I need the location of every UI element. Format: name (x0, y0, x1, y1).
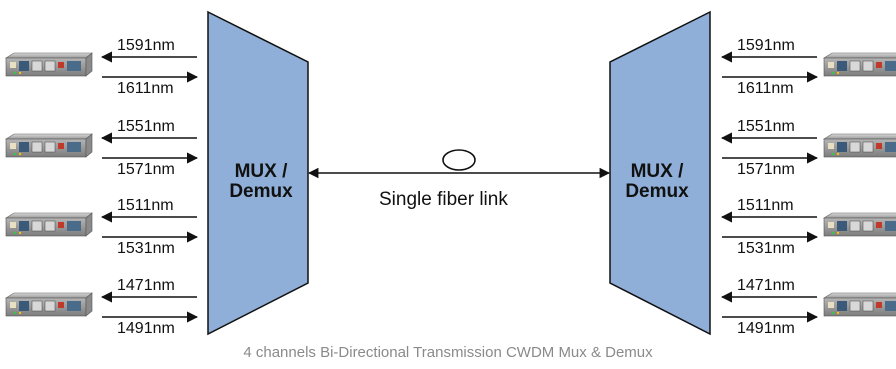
wavelength-label-upstream: 1471nm (737, 277, 795, 294)
wavelength-label-downstream: 1611nm (737, 80, 794, 97)
wavelength-label-upstream: 1511nm (737, 197, 794, 214)
wavelength-label-downstream: 1531nm (737, 240, 795, 257)
wavelength-label-upstream: 1591nm (737, 37, 795, 54)
fiber-link-label: Single fiber link (379, 189, 508, 210)
wavelength-label-downstream: 1571nm (117, 161, 175, 178)
network-device-icon (4, 133, 93, 158)
mux-right-label-line1: MUX / (630, 161, 684, 182)
wavelength-label-upstream: 1511nm (117, 197, 174, 214)
fiber-loop-icon (442, 149, 476, 171)
network-device-icon (4, 52, 93, 77)
mux-left-label-line2: Demux (229, 181, 293, 202)
network-device-icon (822, 292, 896, 317)
wavelength-label-upstream: 1591nm (117, 37, 175, 54)
wavelength-label-downstream: 1611nm (117, 80, 174, 97)
mux-left-label: MUX / Demux (216, 162, 306, 202)
network-device-icon (822, 133, 896, 158)
network-device-icon (822, 52, 896, 77)
wavelength-label-upstream: 1551nm (737, 118, 795, 135)
network-device-icon (4, 212, 93, 237)
network-device-icon (4, 292, 93, 317)
diagram-caption: 4 channels Bi-Directional Transmission C… (243, 344, 653, 361)
wavelength-label-upstream: 1551nm (117, 118, 175, 135)
wavelength-label-downstream: 1531nm (117, 240, 175, 257)
wavelength-label-downstream: 1491nm (117, 320, 175, 337)
wavelength-label-downstream: 1491nm (737, 320, 795, 337)
mux-left-label-line1: MUX / (234, 161, 288, 182)
wavelength-label-downstream: 1571nm (737, 161, 795, 178)
mux-left-shape (207, 10, 309, 336)
mux-right-label-line2: Demux (625, 181, 689, 202)
mux-right-label: MUX / Demux (612, 162, 702, 202)
wavelength-label-upstream: 1471nm (117, 277, 175, 294)
mux-right-shape (609, 10, 711, 336)
network-device-icon (822, 212, 896, 237)
